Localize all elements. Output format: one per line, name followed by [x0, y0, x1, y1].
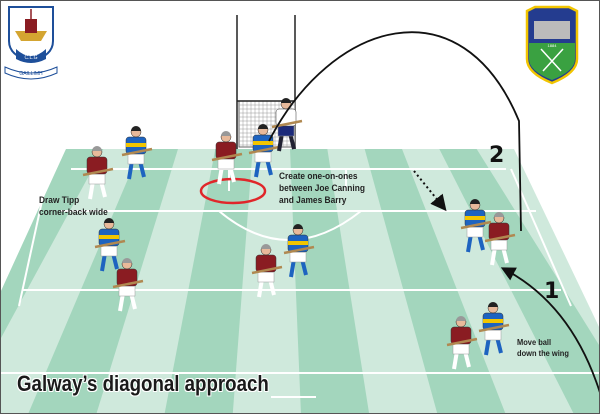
tipp-player-figure	[460, 199, 492, 253]
hurley-icon	[211, 152, 243, 162]
galway-player-figure	[446, 316, 478, 370]
hurley-icon	[82, 167, 114, 177]
pitch-stripe	[1, 149, 104, 413]
long-ball-arrow	[268, 31, 522, 232]
annotation-line: down the wing	[517, 348, 569, 358]
pitch-stripe	[364, 149, 506, 413]
galway-player-figure	[112, 258, 144, 312]
pitch-stripes	[1, 149, 599, 413]
galway-player-figure	[82, 146, 114, 200]
hurley-icon	[478, 323, 510, 333]
annotation-one-on-ones: Create one-on-ones between Joe Canning a…	[279, 171, 365, 207]
hurley-icon	[460, 220, 492, 230]
annotation-line: corner-back wide	[39, 207, 108, 218]
pitch-stripe	[290, 149, 370, 413]
galway-player-figure	[484, 212, 516, 266]
tipperary-crest-logo: 1884	[525, 5, 579, 85]
annotation-line: Move ball	[517, 337, 552, 347]
galway-player-figure	[251, 244, 283, 298]
goalkeeper-figure	[271, 98, 303, 152]
hurley-icon	[112, 279, 144, 289]
galway-crest-logo: C.L.G GAILLIMH	[4, 6, 58, 80]
tipp-player-figure	[121, 126, 153, 180]
galway-player-figure	[211, 131, 243, 185]
annotation-line: between Joe Canning	[279, 183, 365, 194]
tipp-player-figure	[248, 124, 280, 178]
galway-logo-clg: C.L.G	[24, 55, 37, 61]
tipp-player-figure	[94, 218, 126, 272]
hurley-icon	[248, 145, 280, 155]
tipp-player-figure	[478, 302, 510, 356]
tipp-player-figure	[283, 224, 315, 278]
tipp-logo-year: 1884	[548, 43, 558, 48]
pitch-stripe	[439, 149, 599, 413]
hurley-icon	[94, 239, 126, 249]
annotation-line: Draw Tipp	[39, 195, 80, 206]
pitch-lines	[1, 168, 599, 398]
hurley-icon	[121, 147, 153, 157]
galway-logo-name: GAILLIMH	[19, 71, 43, 77]
pitch-stripe	[27, 149, 178, 413]
annotation-move-ball: Move ball down the wing	[517, 337, 569, 359]
pitch-stripe	[164, 149, 253, 413]
hurley-icon	[446, 337, 478, 347]
step-number-2: 2	[489, 143, 505, 168]
diagram-title: Galway’s diagonal approach	[17, 371, 269, 396]
annotation-line: Create one-on-ones	[279, 171, 358, 182]
annotation-draw-tipp: Draw Tipp corner-back wide	[39, 195, 108, 219]
wing-pass-arrow	[500, 267, 599, 393]
sideline-left	[18, 168, 50, 307]
hurley-icon	[484, 233, 516, 243]
annotation-line: and James Barry	[279, 195, 347, 206]
step-number-1: 1	[544, 279, 560, 304]
hurley-icon	[283, 245, 315, 255]
hurley-icon	[251, 265, 283, 275]
